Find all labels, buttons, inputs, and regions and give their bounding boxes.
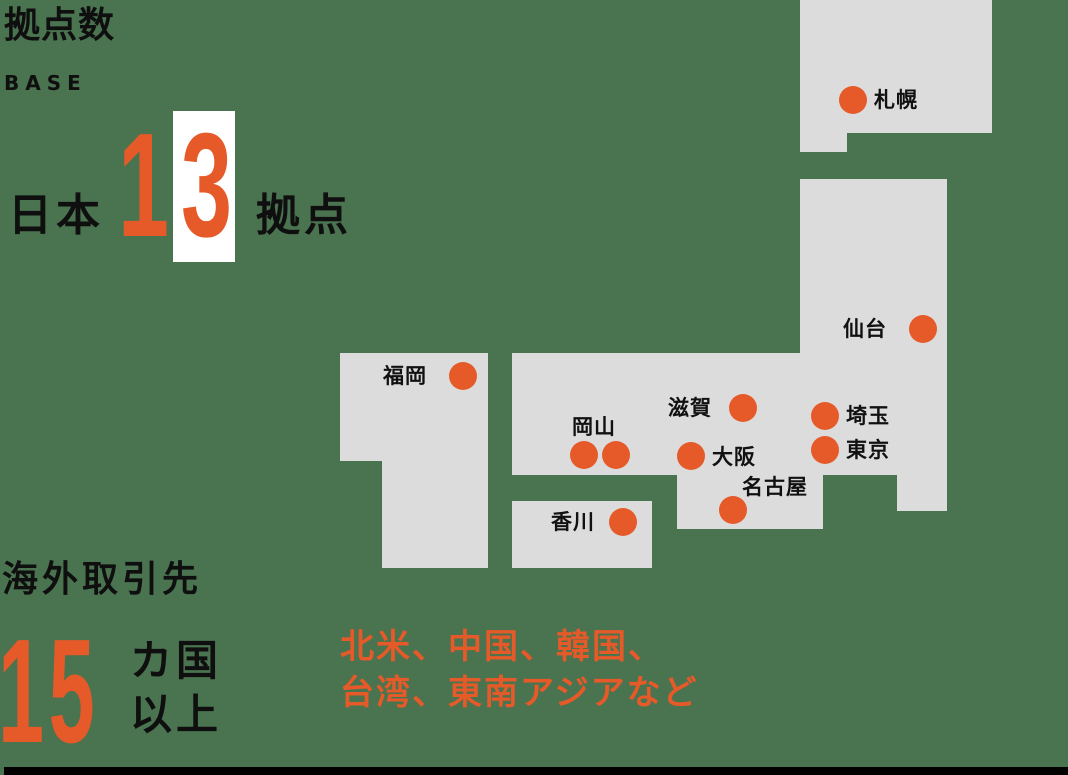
section-subtitle-base: BASE: [4, 71, 87, 95]
region-hokkaido-notch: [800, 133, 847, 152]
map-dot-tokyo[interactable]: [811, 436, 839, 464]
map-dot-fukuoka[interactable]: [449, 362, 477, 390]
city-label-kagawa: 香川: [551, 510, 595, 534]
regions-line-1: 北米、中国、韓国、: [340, 627, 664, 667]
map-dot-nagoya[interactable]: [719, 496, 747, 524]
label-japan: 日本: [8, 190, 104, 241]
section-title-overseas: 海外取引先: [2, 559, 203, 600]
map-dot-kagawa[interactable]: [609, 508, 637, 536]
highlight-box: [173, 111, 235, 262]
label-or-more: 以上: [130, 690, 223, 739]
map-dot-osaka[interactable]: [677, 442, 705, 470]
regions-line-2: 台湾、東南アジアなど: [340, 673, 699, 713]
map-dot-okayama-1[interactable]: [570, 441, 598, 469]
region-kyushu-south: [382, 461, 488, 568]
map-dot-okayama-2[interactable]: [602, 441, 630, 469]
city-label-tokyo: 東京: [846, 438, 890, 462]
count-digit-1: 1: [118, 103, 170, 268]
city-label-saitama: 埼玉: [846, 404, 890, 428]
map-dot-sapporo[interactable]: [839, 86, 867, 114]
city-label-okayama: 岡山: [572, 415, 616, 439]
count-digit-3: 3: [181, 103, 233, 268]
region-honshu: [512, 353, 800, 475]
section-title-bases: 拠点数: [4, 5, 116, 46]
overseas-regions: 北米、中国、韓国、 台湾、東南アジアなど: [340, 624, 699, 716]
region-hokkaido: [800, 0, 992, 133]
overseas-count: 15: [0, 609, 100, 774]
city-label-sapporo: 札幌: [874, 88, 918, 112]
map-dot-sendai[interactable]: [909, 315, 937, 343]
region-kanto-tail: [897, 475, 947, 511]
label-countries: カ国: [130, 636, 223, 685]
city-label-osaka: 大阪: [712, 445, 756, 469]
city-label-fukuoka: 福岡: [383, 364, 427, 388]
map-dot-saitama[interactable]: [811, 402, 839, 430]
label-bases: 拠点: [256, 190, 352, 241]
bottom-divider: [4, 767, 1068, 775]
city-label-nagoya: 名古屋: [742, 475, 808, 499]
region-chubu: [677, 475, 823, 529]
city-label-shiga: 滋賀: [668, 396, 712, 420]
map-dot-shiga[interactable]: [729, 394, 757, 422]
city-label-sendai: 仙台: [843, 317, 887, 341]
